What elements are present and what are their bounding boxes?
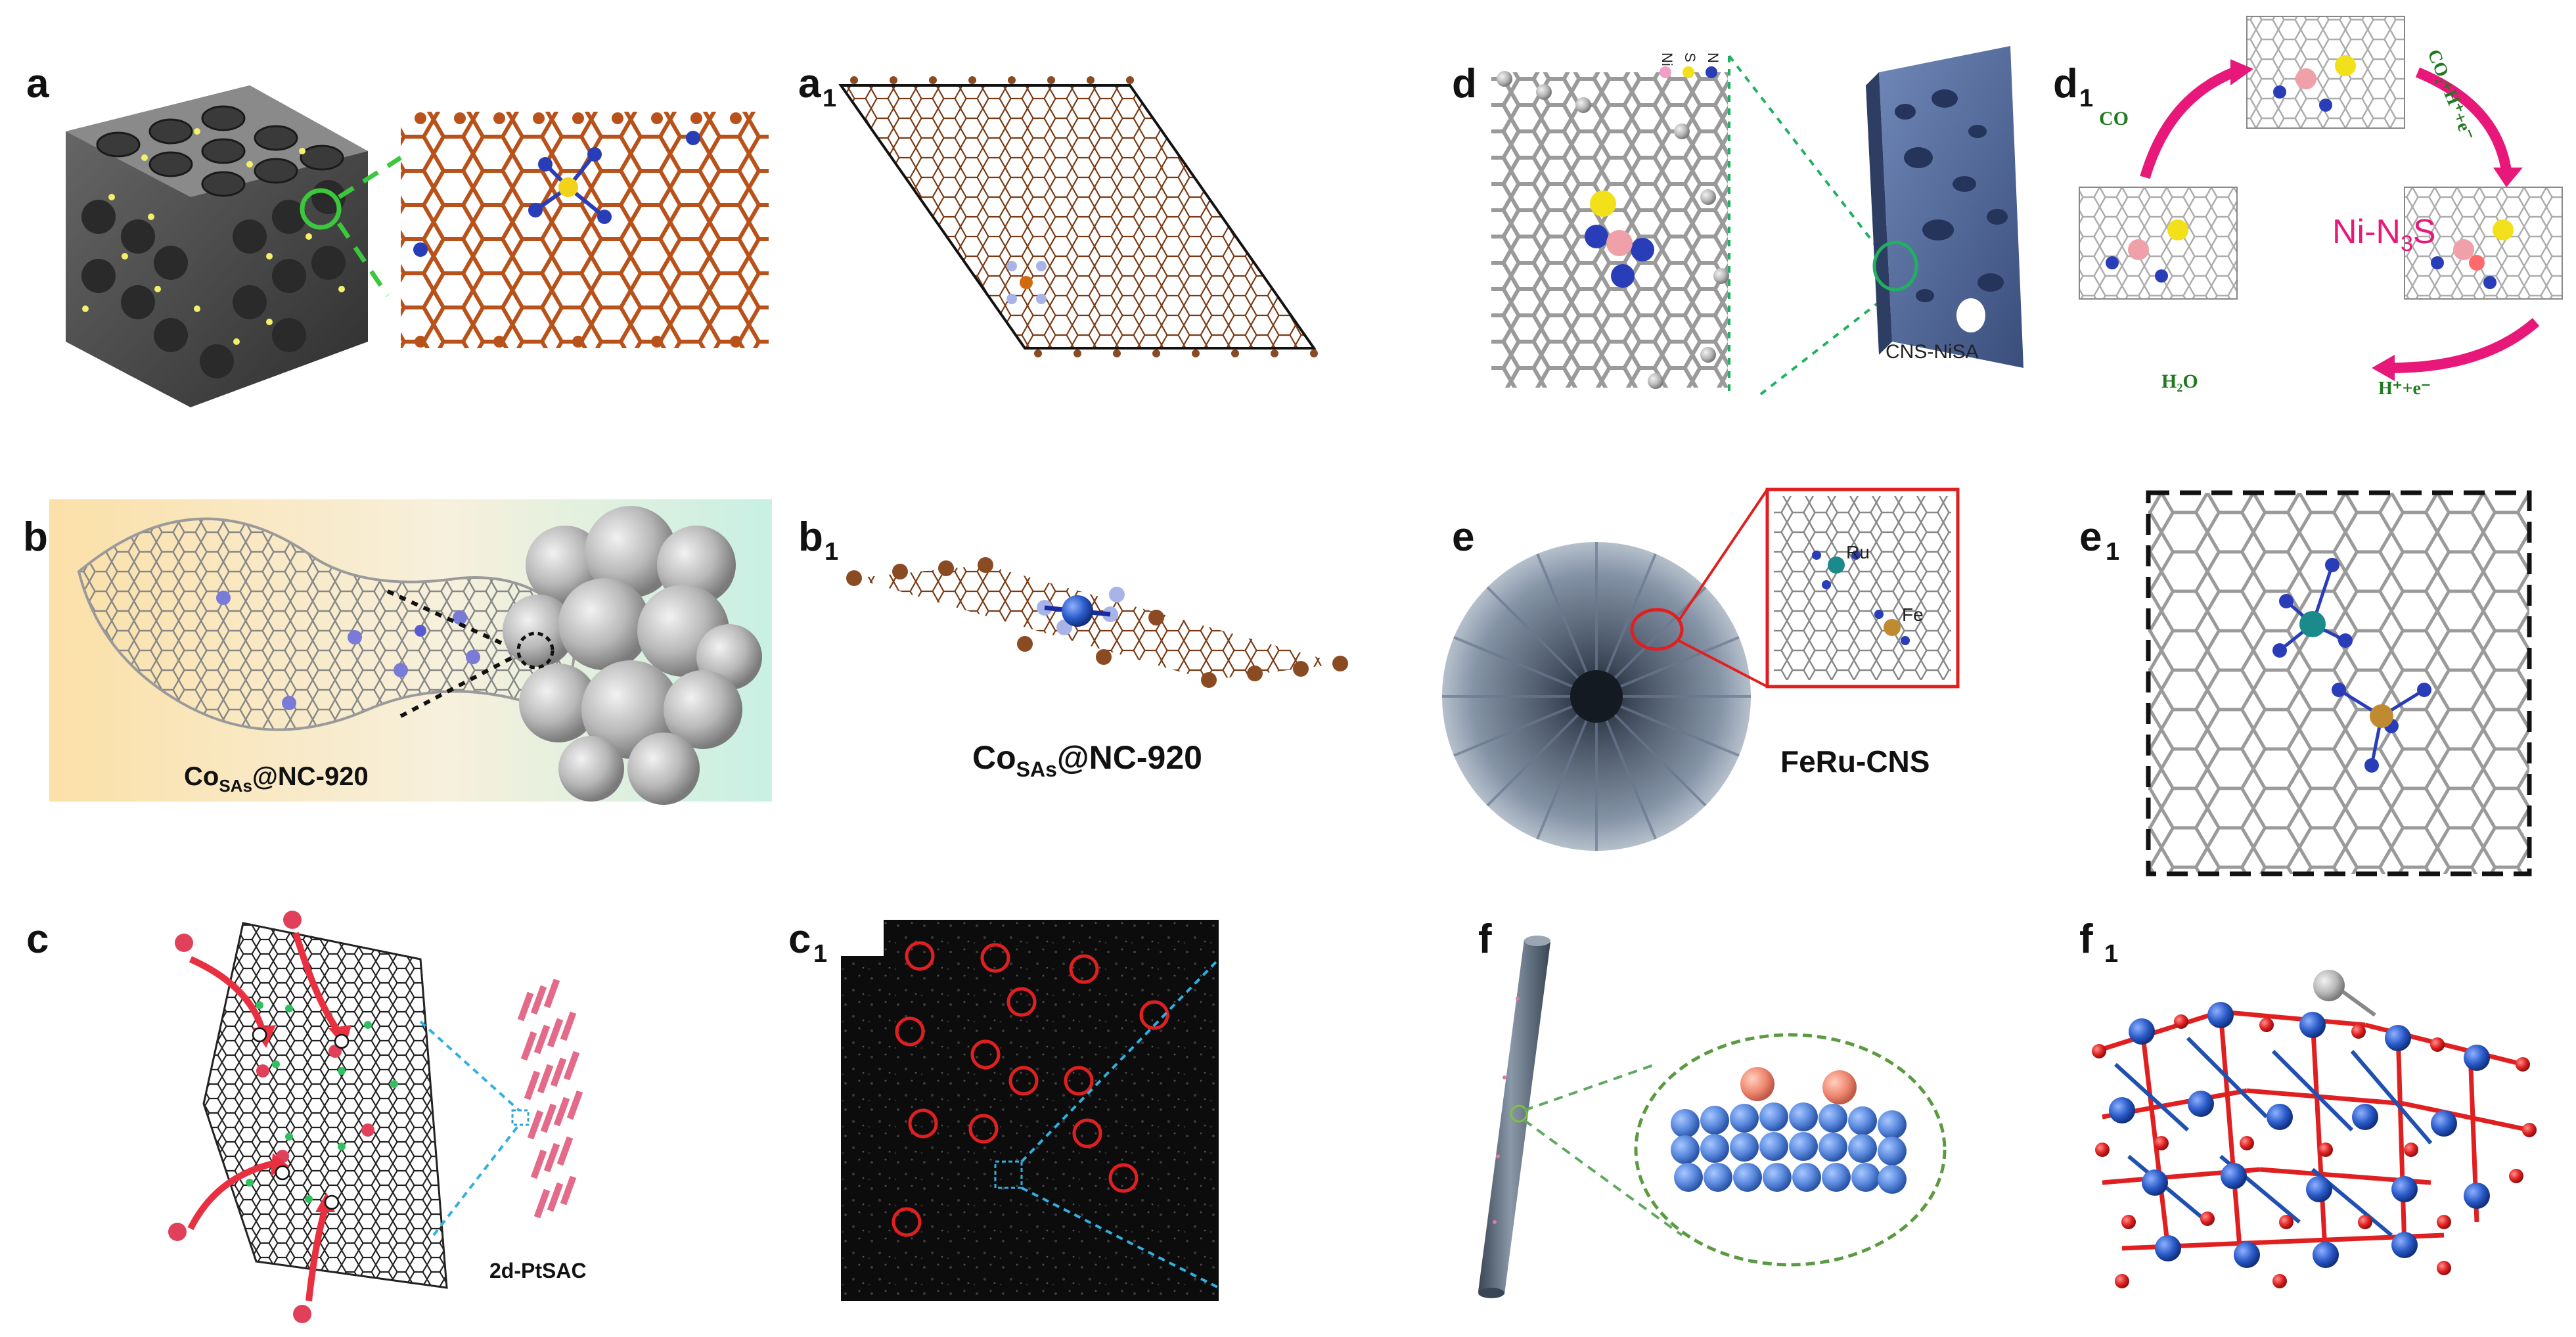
caption-b1-sub: SAs (1016, 758, 1057, 781)
gray-particle-cluster (503, 506, 762, 805)
caption-cns-nisa: CNS-NiSA (1886, 341, 1979, 363)
feru-dual-site-lattice (2146, 490, 2532, 876)
nickel-atom (1606, 230, 1633, 256)
legend-s: S (1682, 53, 1698, 62)
panel-label-d1: d (2053, 61, 2078, 106)
ni-n3s-graphene-model (1491, 71, 1729, 389)
panel-c1: c 1 (788, 917, 1220, 1301)
urchin-nanosphere (1442, 488, 1769, 851)
panel-sublabel-a1: 1 (823, 85, 836, 112)
fe-atom (2370, 704, 2393, 728)
caption-b-rest: @NC-920 (252, 762, 369, 791)
pt-anchoring-graphene (168, 911, 530, 1323)
porous-cube-illustration (66, 85, 402, 407)
panel-a1: a 1 (798, 61, 1318, 357)
legend-n: N (1705, 53, 1721, 63)
panel-label-b: b (23, 514, 48, 560)
panel-d: d Ni S N (1452, 46, 2023, 396)
atomic-slab-zoom (1634, 1033, 1947, 1267)
catalytic-cycle: Ni-N3S CO H₂O CO₂+H⁺+e⁻ H⁺+e⁻ (2079, 16, 2563, 399)
panel-label-a: a (26, 61, 49, 106)
panel-sublabel-e1: 1 (2106, 538, 2119, 566)
inset-fe-label: Fe (1902, 604, 1924, 625)
panel-sublabel-c1: 1 (813, 940, 827, 968)
panel-label-a1: a (798, 61, 821, 106)
panel-b: b CoSAs@NC-920 (23, 499, 772, 805)
cycle-center-main: Ni-N (2332, 213, 2401, 251)
cycle-center-rest: S (2413, 213, 2436, 251)
panel-a: a (26, 61, 769, 407)
d-legend: Ni S N (1659, 53, 1721, 78)
tilted-sheet-model (846, 557, 1348, 688)
caption-2d-ptsac: 2d-PtSAC (489, 1259, 587, 1282)
panel-label-b1: b (798, 514, 823, 560)
caption-b1-rest: @NC-920 (1057, 739, 1202, 776)
caption-b1-main: Co (972, 739, 1016, 776)
haadf-stem-image (841, 920, 1220, 1301)
panel-label-f: f (1478, 917, 1492, 962)
panel-b1: b 1 CoSAs@NC-920 (798, 514, 1348, 781)
panel-label-c: c (26, 917, 49, 962)
panel-sublabel-d1: 1 (2079, 85, 2093, 112)
cycle-h2o-label: H₂O (2161, 371, 2198, 392)
svg-text:CoSAs@NC-920: CoSAs@NC-920 (972, 739, 1202, 781)
panel-d1: d 1 Ni-N3S CO H₂O (2053, 16, 2563, 399)
legend-ni: Ni (1659, 53, 1675, 66)
orange-graphene-sheet (401, 112, 769, 348)
caption-b-sub: SAs (219, 776, 252, 796)
panel-sublabel-f1: 1 (2104, 940, 2118, 968)
svg-text:Ni-N3S: Ni-N3S (2332, 213, 2436, 256)
panel-label-e: e (1452, 514, 1474, 560)
panel-c: c (26, 911, 587, 1323)
inset-ru-label: Ru (1846, 542, 1870, 562)
ru-atom (2299, 611, 2326, 637)
panel-label-c1: c (788, 917, 811, 962)
panel-f: f (1478, 917, 1947, 1298)
porous-carbon-sheet (1866, 46, 2023, 368)
panel-e: e Ru Fe (1442, 487, 1960, 851)
cycle-h-step: H⁺+e⁻ (2378, 378, 2431, 399)
cobalt-atom (1062, 595, 1093, 627)
feru-inset: Ru Fe (1765, 487, 1960, 689)
cycle-co2-step: CO₂+H⁺+e⁻ (2424, 47, 2478, 143)
nanowire-rod (1478, 936, 1550, 1298)
caption-b-main: Co (184, 762, 219, 791)
panel-sublabel-b1: 1 (825, 538, 838, 566)
cycle-co-label: CO (2099, 108, 2129, 129)
panel-label-e1: e (2079, 514, 2102, 560)
caption-feru-cns: FeRu-CNS (1780, 744, 1930, 779)
panel-label-f1: f (2079, 917, 2093, 962)
panel-label-d: d (1452, 61, 1477, 106)
panel-e1: e 1 (2079, 490, 2532, 876)
adsorbate-atom (2313, 970, 2345, 1001)
pt-flake-stack (517, 978, 583, 1219)
supercell-lattice (838, 76, 1318, 357)
single-atom-site (558, 177, 578, 197)
panel-f1: f 1 (2079, 917, 2537, 1288)
oxide-crystal-lattice (2092, 970, 2537, 1288)
svg-text:CoSAs@NC-920: CoSAs@NC-920 (184, 762, 369, 796)
cycle-center-sub: 3 (2401, 231, 2413, 256)
